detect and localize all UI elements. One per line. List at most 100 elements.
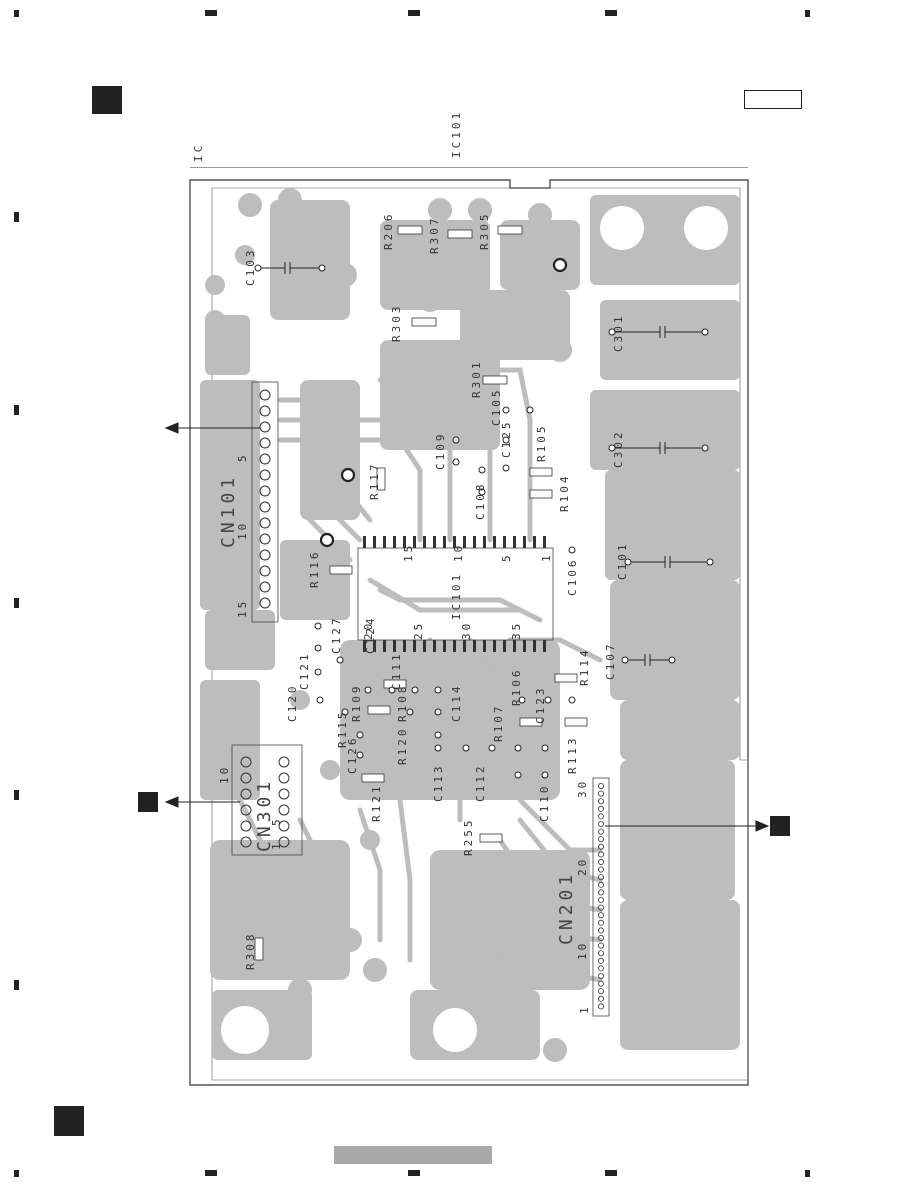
row-mark [14, 405, 19, 415]
cn201-pin [598, 904, 605, 911]
cn201-pin [598, 1003, 605, 1010]
row-mark [14, 790, 19, 800]
ref-label-c113: C113 [432, 763, 445, 803]
cn201-pin-number: 30 [576, 778, 589, 798]
ref-label-r120: R120 [396, 726, 409, 766]
row-mark [14, 980, 19, 990]
ref-label-r113: R113 [566, 735, 579, 775]
ref-label-c126: C126 [346, 735, 359, 775]
cn201-connector [592, 777, 610, 1017]
cn201-pin [598, 988, 605, 995]
cn201-pin [598, 783, 605, 790]
ref-label-r303: R303 [390, 303, 403, 343]
cn201-pin [598, 973, 605, 980]
cn201-pin [598, 874, 605, 881]
cn201-pin [598, 843, 605, 850]
cn201-pin-number: 1 [578, 1004, 591, 1014]
smd-parts [254, 225, 588, 961]
header-rule [190, 167, 748, 168]
cn201-pin [598, 950, 605, 957]
registration-mark [805, 1170, 810, 1177]
cn201-pin [598, 912, 605, 919]
ref-label-c125: C125 [500, 419, 513, 459]
cn201-pin-number: 20 [576, 856, 589, 876]
page-number-box [744, 90, 802, 109]
ref-label-c114: C114 [450, 683, 463, 723]
traces [237, 367, 603, 983]
section-marker-square [54, 1106, 84, 1136]
capacitor-symbols [258, 262, 710, 666]
ic101-pin-number: 35 [510, 620, 523, 640]
cn201-pin [598, 828, 605, 835]
cn201-pin-number: 10 [576, 940, 589, 960]
section-marker-square [92, 86, 122, 114]
ref-label-c103: C103 [244, 247, 257, 287]
cn101-pin-number: 15 [236, 598, 249, 618]
cn101-connector [251, 381, 279, 623]
cn301-pin-number: 10 [218, 764, 231, 784]
ref-label-c127: C127 [330, 615, 343, 655]
arrow-left-icon [164, 796, 179, 808]
cn201-pin [598, 942, 605, 949]
cn201-pin [598, 798, 605, 805]
ref-label-c108: C108 [474, 481, 487, 521]
ic101-pin-number: 5 [500, 552, 513, 562]
ic101-pin-number: 30 [460, 620, 473, 640]
cn201-pin [598, 897, 605, 904]
ref-label-r301: R301 [470, 359, 483, 399]
ic101-package [357, 536, 554, 652]
ref-label-c111: C111 [390, 651, 403, 691]
ref-label-c109: C109 [434, 431, 447, 471]
registration-mark [408, 1170, 420, 1176]
registration-mark [605, 10, 617, 16]
ref-label-c107: C107 [604, 641, 617, 681]
ref-label-c101: C101 [616, 541, 629, 581]
ref-label-r104: R104 [558, 473, 571, 513]
ref-label-c121: C121 [298, 651, 311, 691]
ref-label-r305: R305 [478, 211, 491, 251]
cn301-pin-number: 1 [270, 840, 283, 850]
cn201-pin [598, 859, 605, 866]
ic101-pins-bottom [363, 640, 546, 652]
ref-label-r105: R105 [535, 423, 548, 463]
ref-label-r109: R109 [350, 683, 363, 723]
ref-label-c301: C301 [612, 313, 625, 353]
ic101-pins-top [363, 536, 546, 548]
ic101-label: IC101 [450, 571, 463, 620]
registration-mark [605, 1170, 617, 1176]
ref-label-r116: R116 [308, 549, 321, 589]
ic101-pin-number: 10 [452, 542, 465, 562]
cn201-pin [598, 980, 605, 987]
registration-mark [205, 10, 217, 16]
cn301-pin-number: 5 [270, 816, 283, 826]
ref-label-r255: R255 [462, 817, 475, 857]
cn201-pin [598, 919, 605, 926]
footer-bar [334, 1146, 492, 1164]
cn201-pin [598, 821, 605, 828]
ic101-pin-number: 25 [412, 620, 425, 640]
capacitor-terminals [254, 264, 714, 779]
registration-mark [14, 10, 19, 17]
registration-mark [14, 1170, 19, 1177]
cn201-pin [598, 957, 605, 964]
cn201-pin [598, 805, 605, 812]
cn101-pin-number: 5 [236, 452, 249, 462]
ref-label-r308: R308 [244, 931, 257, 971]
row-mark [14, 598, 19, 608]
cn201-pin [598, 866, 605, 873]
ref-label-c123: C123 [534, 685, 547, 725]
board-inner-outline [211, 187, 749, 1081]
cn201-pin [598, 965, 605, 972]
registration-mark [205, 1170, 217, 1176]
ic101-pin-number: 15 [402, 542, 415, 562]
cn201-pin [598, 889, 605, 896]
cn201-pin [598, 836, 605, 843]
cn201-pin [598, 790, 605, 797]
registration-mark [805, 10, 810, 17]
mounting-hole-icon [221, 206, 728, 1054]
ref-label-r121: R121 [370, 783, 383, 823]
ref-label-r117: R117 [368, 461, 381, 501]
ref-label-c106: C106 [566, 557, 579, 597]
ref-label-c112: C112 [474, 763, 487, 803]
